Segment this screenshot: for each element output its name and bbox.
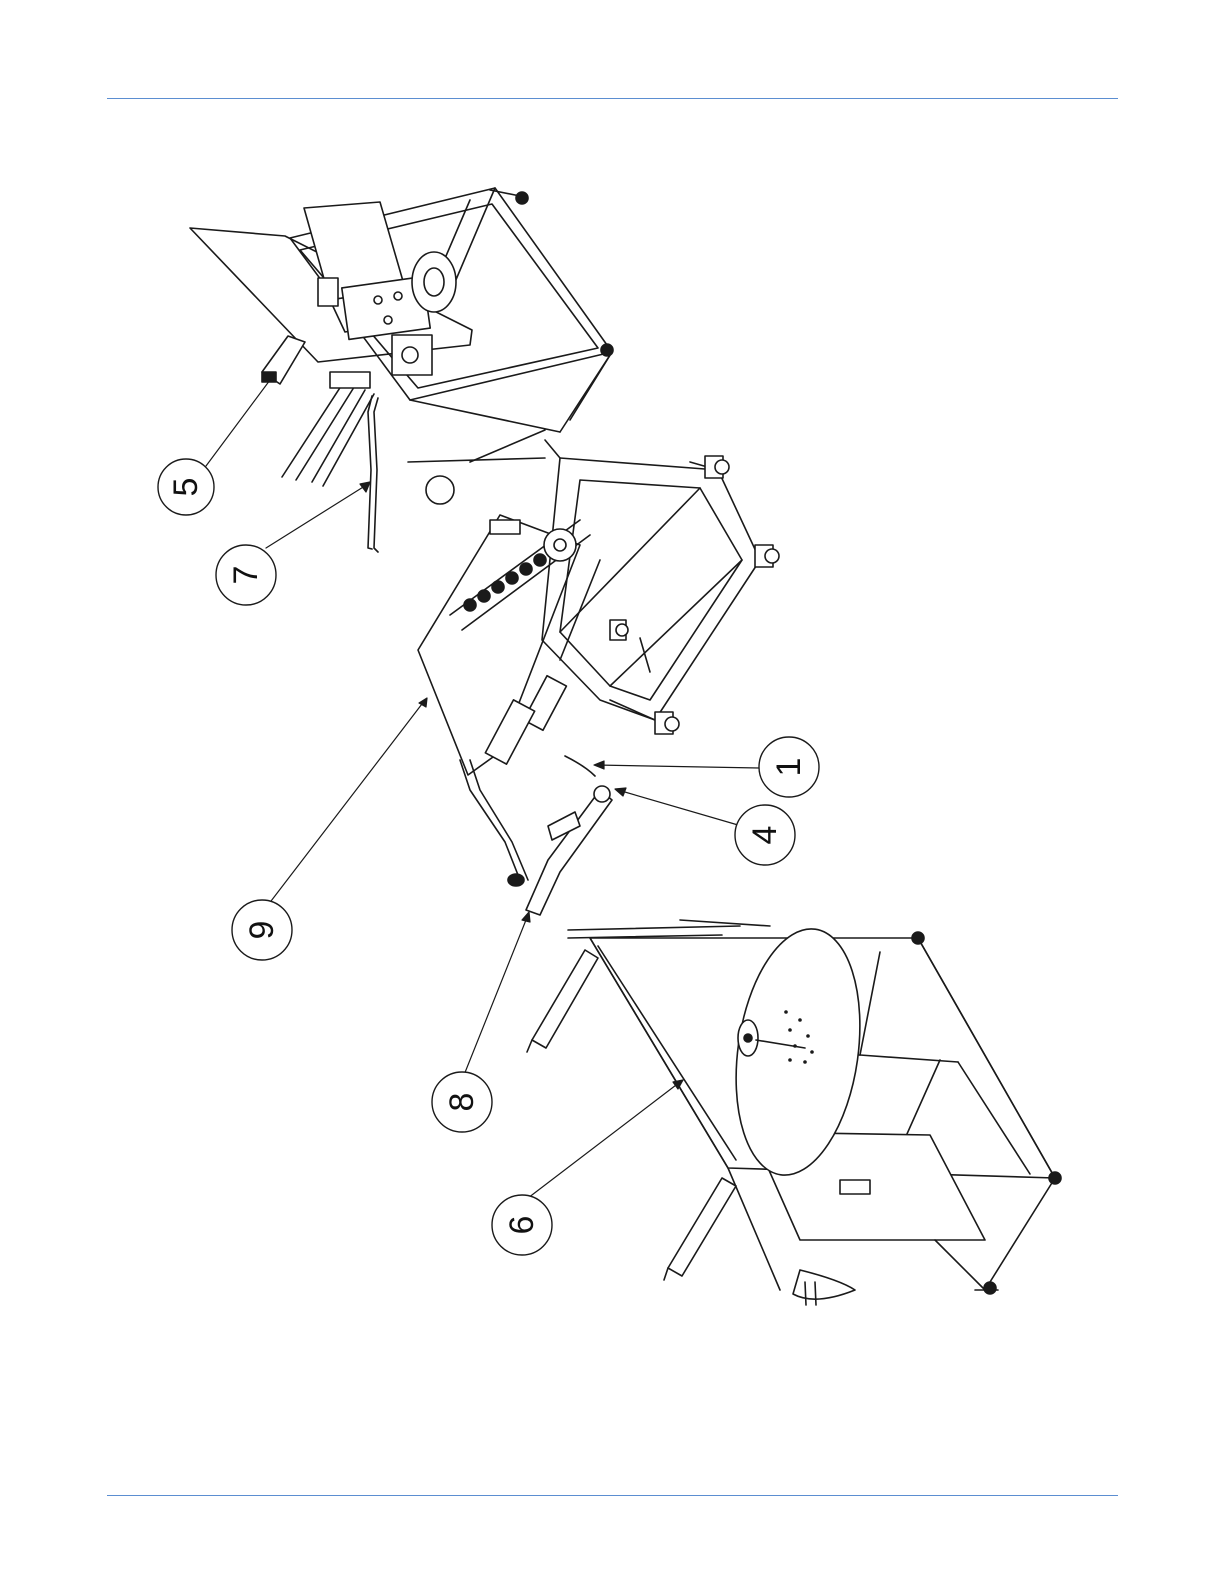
- callout-7-label: 7: [227, 566, 265, 585]
- callout-5: 5: [158, 459, 214, 515]
- footer-rule: [107, 1495, 1118, 1496]
- main-machine-assembly: [408, 430, 779, 915]
- callout-8-label: 8: [443, 1093, 481, 1112]
- callout-9-label: 9: [243, 921, 281, 940]
- leader-lines: [206, 380, 759, 1198]
- callout-5-label: 5: [167, 478, 205, 497]
- callout-6: 6: [492, 1195, 552, 1255]
- callout-4-label: 4: [746, 826, 784, 845]
- motor-frame-assembly: [190, 188, 613, 552]
- callout-1-label: 1: [770, 758, 808, 777]
- callout-8: 8: [432, 1072, 492, 1132]
- callout-7: 7: [216, 545, 276, 605]
- reel-stand-assembly: [527, 920, 1061, 1305]
- callout-4: 4: [735, 805, 795, 865]
- callout-1: 1: [759, 737, 819, 797]
- callout-6-label: 6: [503, 1216, 541, 1235]
- callout-9: 9: [232, 900, 292, 960]
